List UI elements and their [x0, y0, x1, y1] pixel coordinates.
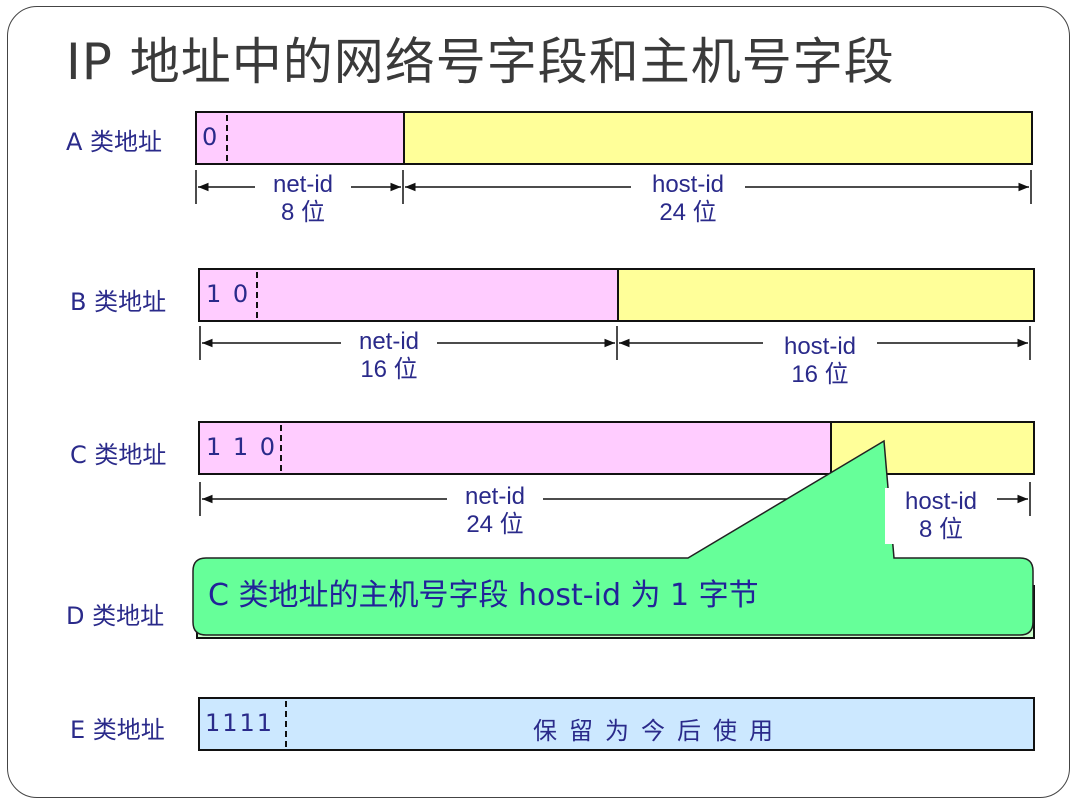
class-c-bar: 1 1 0 — [198, 421, 1035, 475]
slide-title: IP 地址中的网络号字段和主机号字段 — [66, 33, 895, 91]
class-e-bar: 1111 保留为今后使用 — [198, 697, 1035, 751]
class-b-bit-divider — [256, 272, 258, 318]
class-a-leading-bits: 0 — [202, 123, 220, 151]
class-b-net-segment — [200, 270, 617, 320]
class-d-label: D 类地址 — [66, 602, 165, 630]
class-a-bar: 0 — [195, 111, 1033, 165]
class-b-label: B 类地址 — [70, 288, 167, 316]
class-a-net-segment — [197, 113, 403, 163]
class-c-divider — [830, 423, 832, 473]
class-c-label: C 类地址 — [70, 441, 167, 469]
class-e-label: E 类地址 — [70, 716, 165, 744]
class-a-divider — [403, 113, 405, 163]
class-c-net-segment — [200, 423, 830, 473]
class-a-host-segment — [403, 113, 1031, 163]
class-e-leading-bits: 1111 — [205, 709, 275, 737]
class-a-label: A 类地址 — [66, 128, 163, 156]
class-c-leading-bits: 1 1 0 — [206, 433, 278, 461]
class-a-bit-divider — [226, 115, 228, 161]
class-c-bit-divider — [280, 425, 282, 471]
slide-frame — [7, 6, 1070, 798]
class-b-divider — [617, 270, 619, 320]
class-b-bar: 1 0 — [198, 268, 1035, 322]
class-b-leading-bits: 1 0 — [206, 280, 251, 308]
callout-text: C 类地址的主机号字段 host-id 为 1 字节 — [208, 578, 759, 613]
class-e-bit-divider — [285, 701, 287, 747]
class-b-host-segment — [617, 270, 1033, 320]
class-e-reserved-text: 保留为今后使用 — [533, 717, 785, 745]
callout-shape — [192, 439, 1034, 636]
